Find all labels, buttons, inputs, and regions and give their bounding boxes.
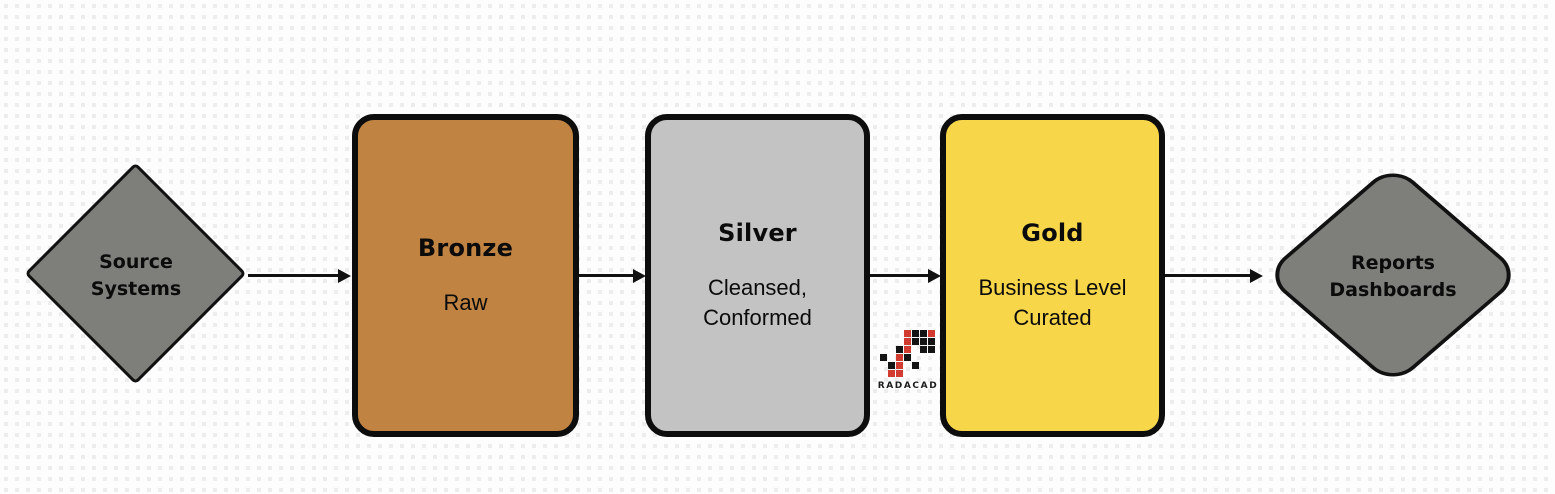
silver-subtitle-line1: Cleansed,: [707, 274, 808, 300]
radacad-pixel-cell: [896, 362, 903, 369]
radacad-pixel-cell: [920, 338, 927, 345]
radacad-pixel-cell: [888, 370, 895, 377]
radacad-pixel-cell: [928, 346, 935, 353]
arrow-gold-to-reports: [1164, 274, 1251, 277]
radacad-pixel-cell: [920, 346, 927, 353]
arrow-source-to-bronze: [248, 274, 339, 277]
reports-dashboards-label: Reports Dashboards: [1273, 250, 1513, 304]
arrow-silver-to-gold: [870, 274, 929, 277]
gold-subtitle-line1: Business Level: [978, 274, 1127, 300]
radacad-pixel-cell: [912, 338, 919, 345]
radacad-watermark: RADACAD: [877, 330, 939, 391]
radacad-pixel-cell: [904, 338, 911, 345]
gold-stage-box: Gold Business Level Curated: [940, 114, 1165, 437]
radacad-pixel-cell: [928, 338, 935, 345]
radacad-pixel-cell: [896, 346, 903, 353]
source-label-line2: Systems: [90, 278, 182, 300]
radacad-pixel-cell: [928, 330, 935, 337]
radacad-pixel-arrow-icon: [880, 330, 936, 378]
silver-stage-box: Silver Cleansed, Conformed: [645, 114, 870, 437]
radacad-pixel-cell: [912, 362, 919, 369]
bronze-stage-box: Bronze Raw: [352, 114, 579, 437]
radacad-pixel-cell: [888, 362, 895, 369]
radacad-pixel-cell: [904, 346, 911, 353]
radacad-pixel-cell: [904, 354, 911, 361]
gold-title: Gold: [1021, 218, 1084, 247]
radacad-pixel-cell: [912, 330, 919, 337]
radacad-watermark-text: RADACAD: [877, 381, 939, 391]
gold-subtitle-line2: Curated: [1013, 304, 1092, 330]
bronze-title: Bronze: [417, 233, 514, 262]
radacad-pixel-cell: [904, 330, 911, 337]
radacad-pixel-cell: [880, 354, 887, 361]
silver-title: Silver: [718, 218, 797, 247]
radacad-pixel-cell: [896, 354, 903, 361]
target-label-line2: Dashboards: [1329, 279, 1457, 301]
bronze-subtitle-line1: Raw: [443, 289, 488, 315]
source-label-line1: Source: [99, 251, 173, 273]
source-systems-label: Source Systems: [16, 249, 256, 303]
radacad-pixel-cell: [896, 370, 903, 377]
silver-subtitle-line2: Conformed: [703, 304, 812, 330]
arrow-bronze-to-silver: [579, 274, 634, 277]
target-label-line1: Reports: [1351, 252, 1435, 274]
radacad-pixel-cell: [920, 330, 927, 337]
